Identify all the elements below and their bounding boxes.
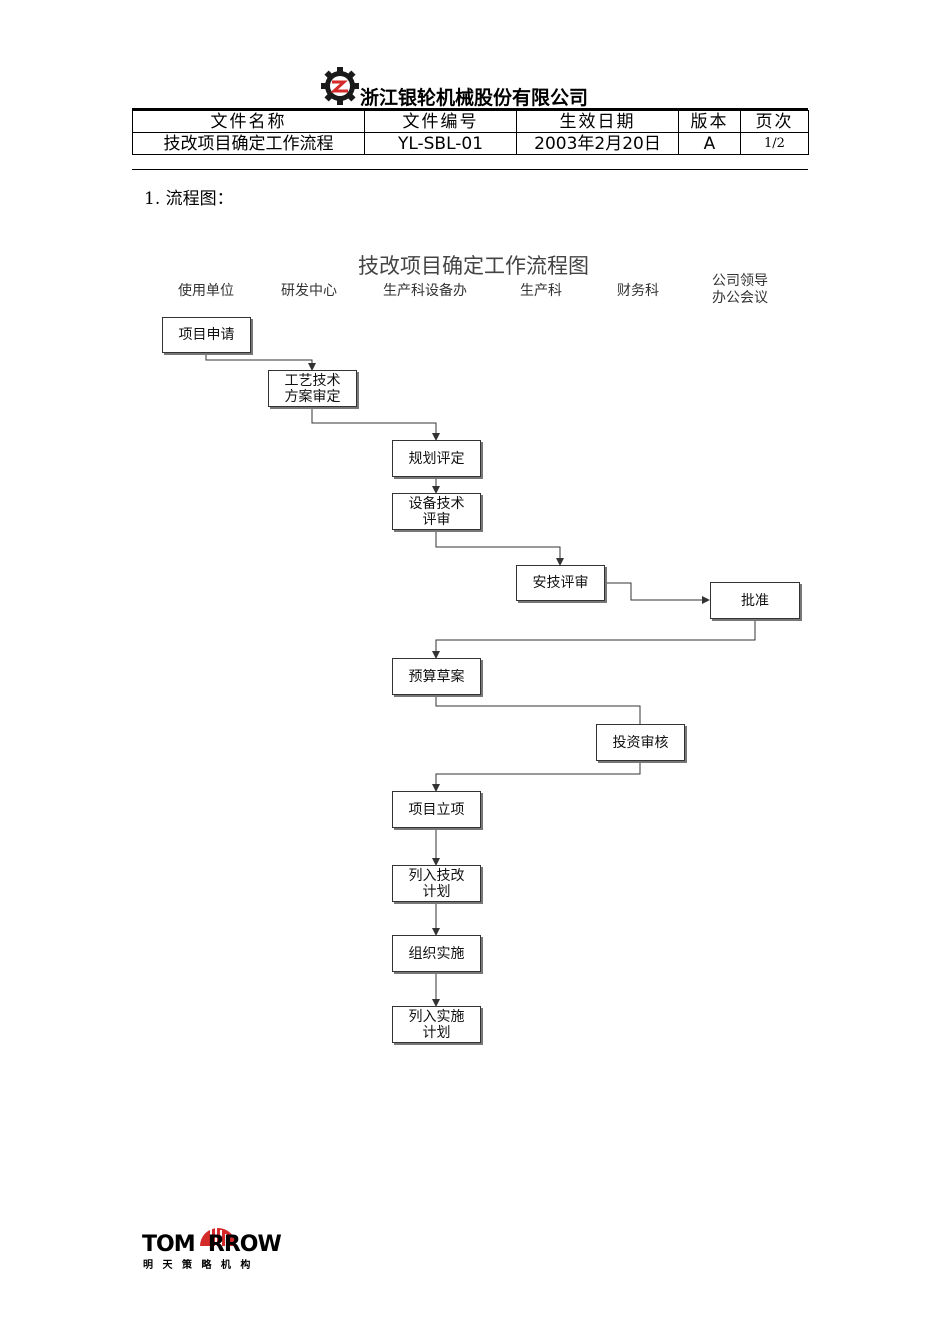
- footer-logo-caption: 明 天 策 略 机 构: [143, 1260, 254, 1271]
- table-header-cell: 页次: [740, 110, 809, 133]
- company-gear-logo: [321, 67, 359, 105]
- node-approval: 批准: [710, 582, 800, 619]
- table-row: 技改项目确定工作流程 YL-SBL-01 2003年2月20日 A 1/2: [132, 132, 809, 155]
- company-name: 浙江银轮机械股份有限公司: [360, 87, 589, 109]
- node-safety-review: 安技评审: [516, 565, 605, 601]
- lane-label-production-dept: 生产科: [520, 283, 562, 299]
- lane-label-equipment-office: 生产科设备办: [383, 283, 467, 299]
- effective-date-cell: 2003年2月20日: [516, 132, 679, 155]
- connector-equipment-to-safety: [435, 529, 564, 566]
- connector-budget-to-investment: [435, 694, 641, 724]
- node-include-tech-plan: 列入技改 计划: [392, 865, 481, 902]
- node-planning-evaluation: 规划评定: [392, 440, 481, 477]
- node-include-implementation-plan: 列入实施 计划: [392, 1006, 481, 1043]
- connector-investment-to-project: [432, 760, 641, 792]
- lane-label-leadership-meeting: 公司领导 办公会议: [712, 273, 768, 306]
- connector-review-to-planning: [311, 406, 440, 441]
- lane-label-user-unit: 使用单位: [178, 283, 234, 299]
- document-info-table: 文件名称 文件编号 生效日期 版本 页次 技改项目确定工作流程 YL-SBL-0…: [132, 110, 809, 155]
- connector-safety-to-approval: [604, 582, 710, 604]
- footer-logo-mark: [200, 1224, 236, 1246]
- table-header-cell: 文件编号: [364, 110, 517, 133]
- lane-label-rd-center: 研发中心: [281, 283, 337, 299]
- header-rule: [132, 108, 808, 110]
- connector-approval-to-budget: [432, 618, 756, 659]
- section-title: 1. 流程图：: [144, 189, 234, 209]
- document-number-cell: YL-SBL-01: [364, 132, 517, 155]
- node-organize-implementation: 组织实施: [392, 935, 481, 972]
- flowchart-title: 技改项目确定工作流程图: [358, 254, 589, 278]
- node-project-establishment: 项目立项: [392, 791, 481, 828]
- node-budget-draft: 预算草案: [392, 658, 481, 695]
- node-equipment-tech-review: 设备技术 评审: [392, 493, 481, 530]
- page-number-cell: 1/2: [740, 132, 809, 155]
- node-project-application: 项目申请: [162, 317, 251, 353]
- lane-label-finance-dept: 财务科: [617, 283, 659, 299]
- node-process-scheme-review: 工艺技术 方案审定: [268, 370, 357, 407]
- node-investment-audit: 投资审核: [596, 724, 685, 761]
- footer-logo-text: TOM RROW: [142, 1232, 282, 1257]
- section-rule: [132, 169, 808, 170]
- document-name-cell: 技改项目确定工作流程: [132, 132, 365, 155]
- footer-tomorrow-logo: TOM RROW 明 天 策 略 机 构: [140, 1210, 310, 1272]
- connector-apply-to-review: [205, 352, 316, 371]
